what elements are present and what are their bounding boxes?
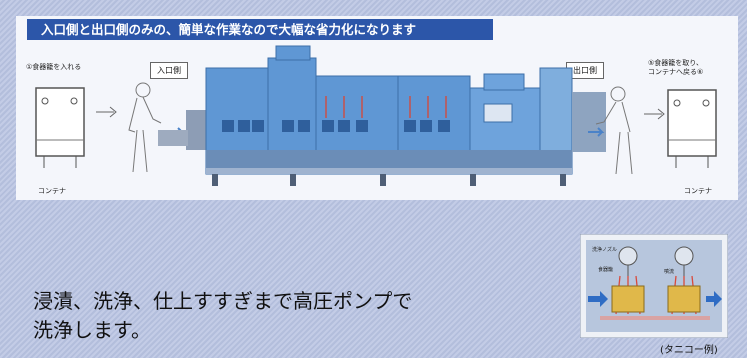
left-caption: ①食器籠を入れる xyxy=(26,63,82,71)
left-container-label: コンテナ xyxy=(38,187,66,195)
basket-left-icon xyxy=(611,285,645,313)
basket-right-icon xyxy=(667,285,701,313)
right-worker-icon xyxy=(595,86,633,175)
inset-nozzle-label: 洗浄ノズル xyxy=(592,247,618,253)
body-text: 浸漬、洗浄、仕上すすぎまで高圧ポンプで 洗浄します。 xyxy=(33,287,412,345)
right-container-icon xyxy=(667,89,717,168)
entrance-label: 入口側 xyxy=(150,62,188,79)
body-text-line2: 洗浄します。 xyxy=(33,318,151,342)
inset-spray-label: 噴流 xyxy=(664,269,675,275)
body-text-line1: 浸漬、洗浄、仕上すすぎまで高圧ポンプで xyxy=(33,289,413,313)
machine-body-icon xyxy=(158,45,606,186)
right-container-label: コンテナ xyxy=(684,187,712,195)
left-container-icon xyxy=(35,87,85,168)
example-credit: (タニコー例) xyxy=(660,345,718,356)
flow-arrow-icons xyxy=(588,291,722,307)
right-caption-line1: ⑤食器籠を取り、 xyxy=(648,59,703,67)
wash-nozzle-inset-diagram xyxy=(580,234,728,338)
left-arrow-icon xyxy=(96,106,117,118)
headline-banner: 入口側と出口側のみの、簡単な作業なので大幅な省力化になります xyxy=(27,19,493,40)
right-caption-line2: コンテナへ戻る⑥ xyxy=(648,68,704,76)
exit-arrow-icon xyxy=(588,127,605,137)
inset-basket-label: 食器籠 xyxy=(598,267,614,273)
left-worker-icon xyxy=(128,82,162,173)
nozzle-left-icon xyxy=(618,246,638,276)
right-arrow-icon xyxy=(644,108,665,120)
nozzle-right-icon xyxy=(674,246,694,276)
